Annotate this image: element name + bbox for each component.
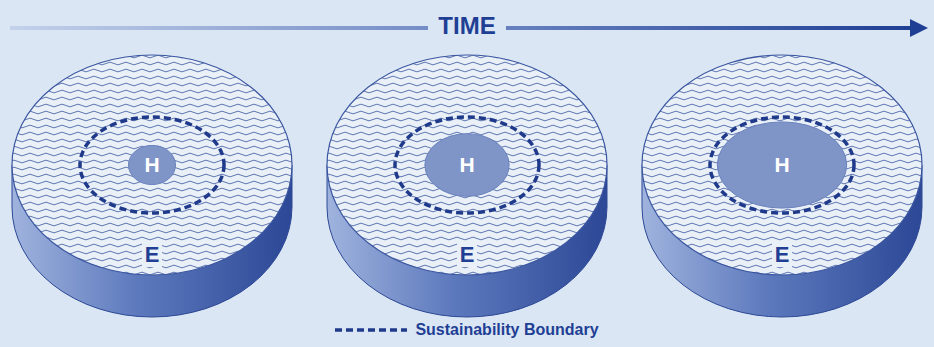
legend-line-sample xyxy=(335,325,407,335)
human-label: H xyxy=(459,153,474,177)
disc-top xyxy=(327,55,607,275)
human-label: H xyxy=(774,153,789,177)
sustainability-boundary xyxy=(80,117,224,213)
environment-disc: EH xyxy=(325,53,609,323)
environment-label: E xyxy=(142,243,163,267)
sustainability-boundary xyxy=(395,117,539,213)
human-circle: H xyxy=(716,121,848,209)
disc-top xyxy=(642,55,922,275)
legend-item: Sustainability Boundary xyxy=(335,321,598,339)
dashed-line xyxy=(335,328,407,332)
environment-label: E xyxy=(772,243,793,267)
disc-top xyxy=(12,55,292,275)
legend-text: Sustainability Boundary xyxy=(415,321,598,339)
axis-label: TIME xyxy=(428,12,505,40)
human-circle: H xyxy=(424,133,510,197)
human-fill xyxy=(425,134,509,197)
sustainability-boundary xyxy=(710,117,854,213)
environment-disc: EH xyxy=(10,53,294,323)
environment-label: E xyxy=(457,243,478,267)
human-circle: H xyxy=(128,145,176,185)
human-fill xyxy=(128,145,175,184)
environment-disc: EH xyxy=(640,53,924,323)
arrow-head xyxy=(910,19,928,37)
human-fill xyxy=(717,122,846,208)
disc-drawing xyxy=(10,53,294,323)
human-label: H xyxy=(144,153,159,177)
